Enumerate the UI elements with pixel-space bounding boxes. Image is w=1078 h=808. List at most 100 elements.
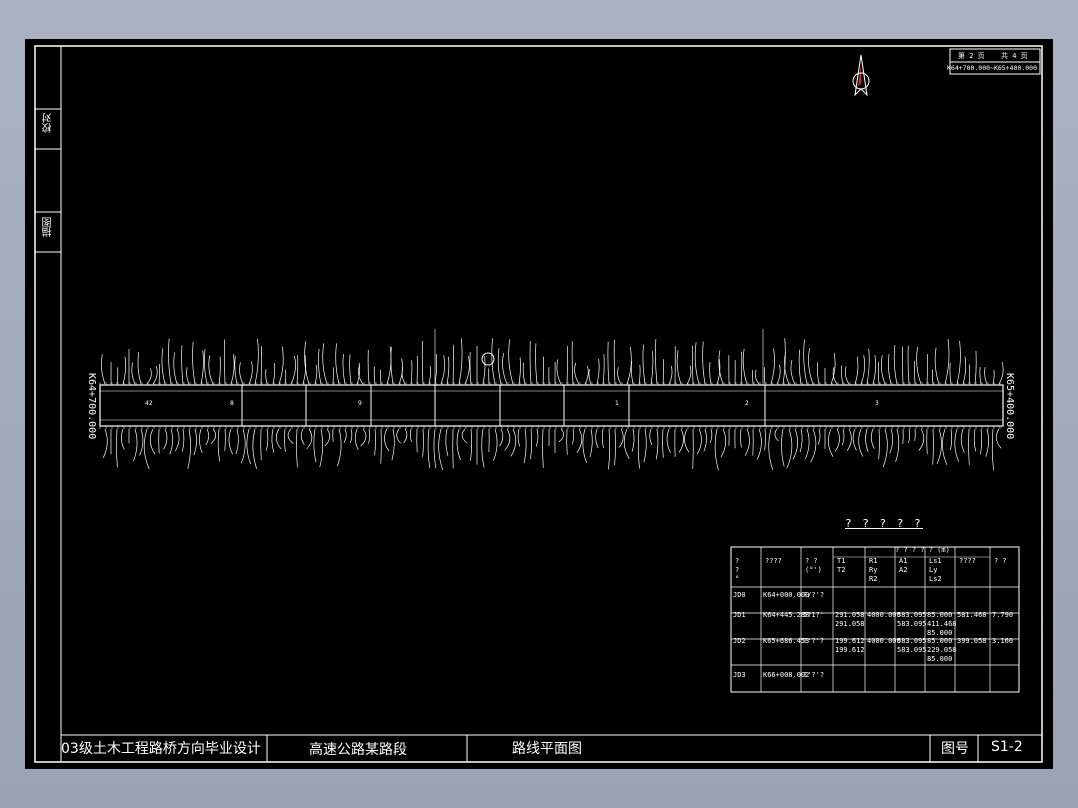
- contour-line: [158, 428, 160, 454]
- contour-line: [499, 428, 504, 447]
- contour-line: [908, 428, 910, 444]
- contour-line: [808, 348, 814, 385]
- contour-line: [235, 428, 239, 455]
- contour-line: [576, 428, 583, 453]
- contour-line: [284, 369, 287, 385]
- contour-line: [655, 339, 658, 385]
- contour-line: [607, 341, 610, 385]
- contour-line: [252, 428, 258, 469]
- contour-line: [152, 366, 158, 385]
- contour-line: [703, 428, 707, 452]
- contour-line: [694, 342, 700, 385]
- contour-line: [318, 348, 322, 385]
- contour-line: [744, 428, 750, 456]
- contour-line: [421, 340, 424, 385]
- table-cell: JD1: [733, 611, 746, 619]
- contour-line: [343, 428, 347, 443]
- contour-line: [865, 428, 869, 452]
- contour-line: [137, 352, 142, 385]
- contour-line: [889, 428, 893, 454]
- contour-line: [139, 428, 144, 456]
- contour-line: [522, 362, 526, 385]
- contour-line: [662, 428, 664, 458]
- contour-line: [230, 354, 235, 385]
- contour-line: [181, 345, 184, 385]
- segment-label: 3: [875, 400, 879, 407]
- curve-table-grid: [730, 546, 1020, 693]
- contour-line: [678, 428, 684, 453]
- contour-line: [784, 351, 790, 385]
- contour-line: [584, 365, 589, 385]
- page-total: 共 4 页: [1001, 52, 1028, 60]
- contour-line: [934, 347, 940, 385]
- contour-line: [846, 428, 852, 452]
- table-cell: 399.058: [957, 637, 987, 645]
- contour-line: [931, 369, 934, 385]
- contour-line: [798, 349, 802, 385]
- contour-line: [300, 428, 305, 445]
- table-cell: 4000.000: [867, 611, 901, 619]
- contour-line: [133, 428, 138, 462]
- contour-line: [841, 365, 844, 385]
- contour-line: [438, 428, 444, 471]
- contour-line: [337, 428, 342, 467]
- contour-line: [374, 428, 376, 456]
- contour-line: [313, 428, 317, 463]
- contour-line: [403, 428, 408, 444]
- contour-line: [582, 428, 587, 463]
- contour-line: [995, 428, 1002, 449]
- table-cell: K66+008.002: [763, 671, 810, 679]
- contour-line: [882, 428, 888, 468]
- contour-line: [349, 428, 353, 444]
- contour-line: [356, 362, 361, 385]
- contour-line: [764, 428, 766, 451]
- table-cell: JD2: [733, 637, 746, 645]
- table-header-group: ? ? ? ? ? (m): [895, 546, 950, 554]
- contour-line: [768, 428, 774, 470]
- page-range: K64+700.000~K65+400.000: [947, 64, 1038, 72]
- contour-line: [770, 348, 775, 385]
- contour-line: [895, 428, 900, 462]
- contour-line: [558, 428, 564, 443]
- contour-line: [271, 428, 275, 453]
- contour-line: [143, 428, 150, 470]
- contour-line: [510, 428, 517, 457]
- contour-line: [974, 351, 977, 385]
- contour-line: [502, 353, 508, 385]
- contour-line: [613, 339, 616, 385]
- contour-line: [992, 369, 995, 385]
- contour-line: [354, 428, 359, 451]
- contour-line: [834, 428, 840, 452]
- contour-line: [828, 428, 834, 458]
- contour-line: [102, 428, 108, 458]
- table-header-cell: ????: [765, 557, 782, 565]
- contour-line: [968, 428, 970, 465]
- contour-line: [306, 428, 313, 450]
- contour-line: [542, 356, 544, 385]
- contour-line: [686, 365, 692, 385]
- table-cell: 7.790: [992, 611, 1014, 619]
- segment-label: 1: [615, 400, 619, 407]
- contour-line: [642, 344, 646, 385]
- contour-line: [265, 428, 269, 451]
- contour-line: [692, 428, 694, 469]
- contour-line: [296, 428, 298, 468]
- contour-line: [464, 355, 470, 385]
- contour-line: [718, 350, 724, 385]
- contour-line: [401, 367, 406, 385]
- contour-line: [720, 428, 726, 458]
- contour-line: [368, 428, 370, 444]
- contour-line: [662, 359, 664, 385]
- contour-line: [684, 428, 690, 453]
- drawing-title: 路线平面图: [512, 741, 582, 757]
- table-cell: 3.160: [992, 637, 1014, 645]
- contour-line: [942, 428, 948, 466]
- contour-line: [205, 428, 209, 446]
- contour-line: [373, 366, 376, 385]
- contour-line: [260, 346, 262, 385]
- contour-line: [535, 343, 538, 385]
